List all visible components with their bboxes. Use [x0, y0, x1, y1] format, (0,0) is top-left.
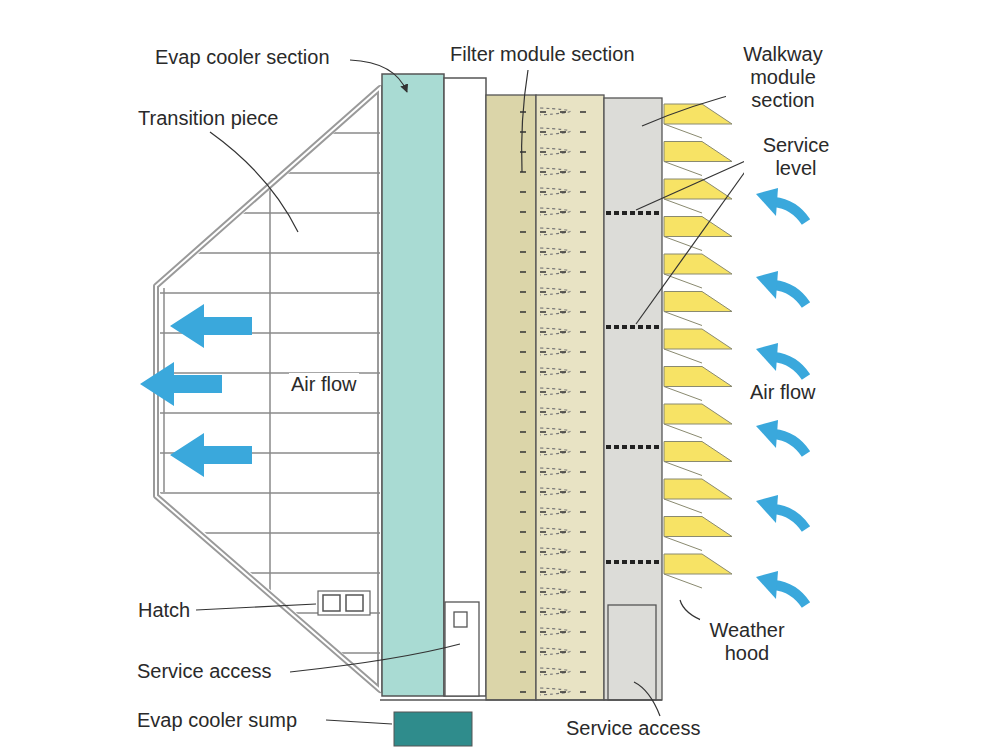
part-label: Transition piece [138, 107, 278, 130]
part-label: Filter module section [450, 43, 635, 66]
weather-hood-louvre [664, 479, 732, 499]
evap-sump [394, 712, 472, 746]
part-label: Weather hood [700, 619, 794, 665]
weather-hood-louvre [664, 517, 732, 537]
airflow-arrow [756, 420, 806, 454]
airflow-arrow [170, 304, 252, 348]
weather-hood-louvre [664, 104, 732, 124]
airflow-arrow [756, 343, 806, 377]
airflow-arrow [756, 188, 806, 222]
part-label: Walkway module section [726, 43, 840, 112]
service-door [445, 602, 479, 696]
part-label: Air flow [748, 381, 818, 404]
filter-pleats [536, 95, 604, 700]
weather-hood-louvre [664, 554, 732, 574]
part-label: Service access [566, 717, 701, 740]
weather-hood-louvre [664, 442, 732, 462]
weather-hood-louvre [664, 292, 732, 312]
part-label: Evap cooler sump [137, 709, 297, 732]
part-label: Hatch [138, 599, 190, 622]
airflow-arrow [756, 571, 806, 605]
airflow-arrow [170, 433, 252, 477]
filter-frame [486, 95, 536, 700]
weather-hood-louvre [664, 404, 732, 424]
weather-hood-louvre [664, 329, 732, 349]
weather-hood-louvre [664, 142, 732, 162]
part-label: Service access [137, 660, 272, 683]
part-label: Evap cooler section [155, 46, 330, 69]
service-levels [606, 213, 660, 562]
walkway-door [608, 605, 656, 700]
weather-hood-louvre [664, 217, 732, 237]
hatch-frame [318, 591, 370, 615]
airflow-arrow [140, 362, 222, 406]
part-label: Service level [744, 134, 848, 180]
part-label: Air flow [289, 373, 359, 396]
walkway [604, 98, 662, 700]
evap-cooler [382, 74, 444, 696]
airflow-arrow [756, 495, 806, 529]
service-column [444, 78, 486, 696]
leader-lines [196, 60, 752, 724]
weather-hood-louvre [664, 367, 732, 387]
airflow-arrow [756, 271, 806, 305]
